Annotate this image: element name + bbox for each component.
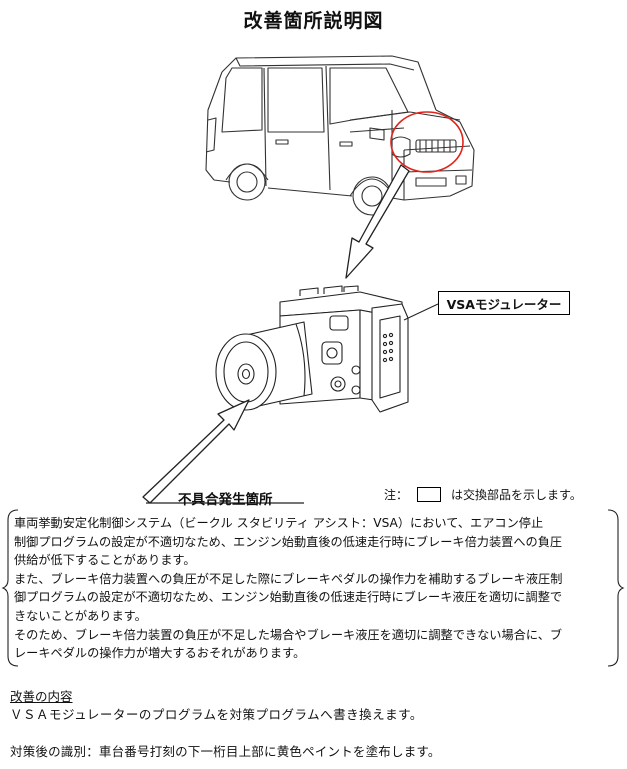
description-line: 制御プログラムの設定が不適切なため、エンジン始動直後の低速走行時にブレーキ倍力装… [14,534,563,549]
car-illustration [205,55,475,216]
description-line: 供給が低下することがあります。 [14,553,196,568]
description-bracket [1,509,625,667]
improvement-text: ＶＳＡモジュレーターのプログラムを対策プログラムへ書き換えます。 [10,707,423,722]
description-line: 車両挙動安定化制御システム（ビークル スタビリティ アシスト：VSA）において、… [14,516,544,530]
description-line: そのため、ブレーキ倍力装置の負圧が不足した場合やブレーキ液圧を適切に調整できない… [14,627,563,642]
legend-note: 注： は交換部品を示します。 [384,486,582,503]
identification-text: 対策後の識別：車台番号打刻の下一桁目上部に黄色ペイントを塗布します。 [10,744,441,759]
vsa-label-leader [403,303,439,321]
description-line: また、ブレーキ倍力装置への負圧が不足した際にブレーキペダルの操作力を補助するブレ… [14,571,563,586]
replacement-part-box-icon [417,487,442,502]
defect-location-label: 不具合発生箇所 [178,492,273,508]
description-line: 御プログラムの設定が不適切なため、エンジン始動直後の低速走行時にブレーキ液圧を適… [14,590,563,605]
defect-description: 車両挙動安定化制御システム（ビークル スタビリティ アシスト：VSA）において、… [14,514,614,663]
highlight-circle [390,111,464,173]
vsa-modulator-label: VSAモジュレーター [438,291,570,315]
arrow-car-to-module [345,164,410,279]
arrow-defect-to-module [142,399,250,504]
note-suffix: は交換部品を示します。 [451,488,582,502]
improvement-heading: 改善の内容 [10,689,73,704]
page-title: 改善箇所説明図 [243,10,384,32]
description-line: レーキペダルの操作力が増大するおそれがあります。 [14,646,306,661]
vsa-module-illustration [215,285,409,413]
description-line: きないことがあります。 [14,608,147,623]
note-prefix: 注： [384,488,409,502]
